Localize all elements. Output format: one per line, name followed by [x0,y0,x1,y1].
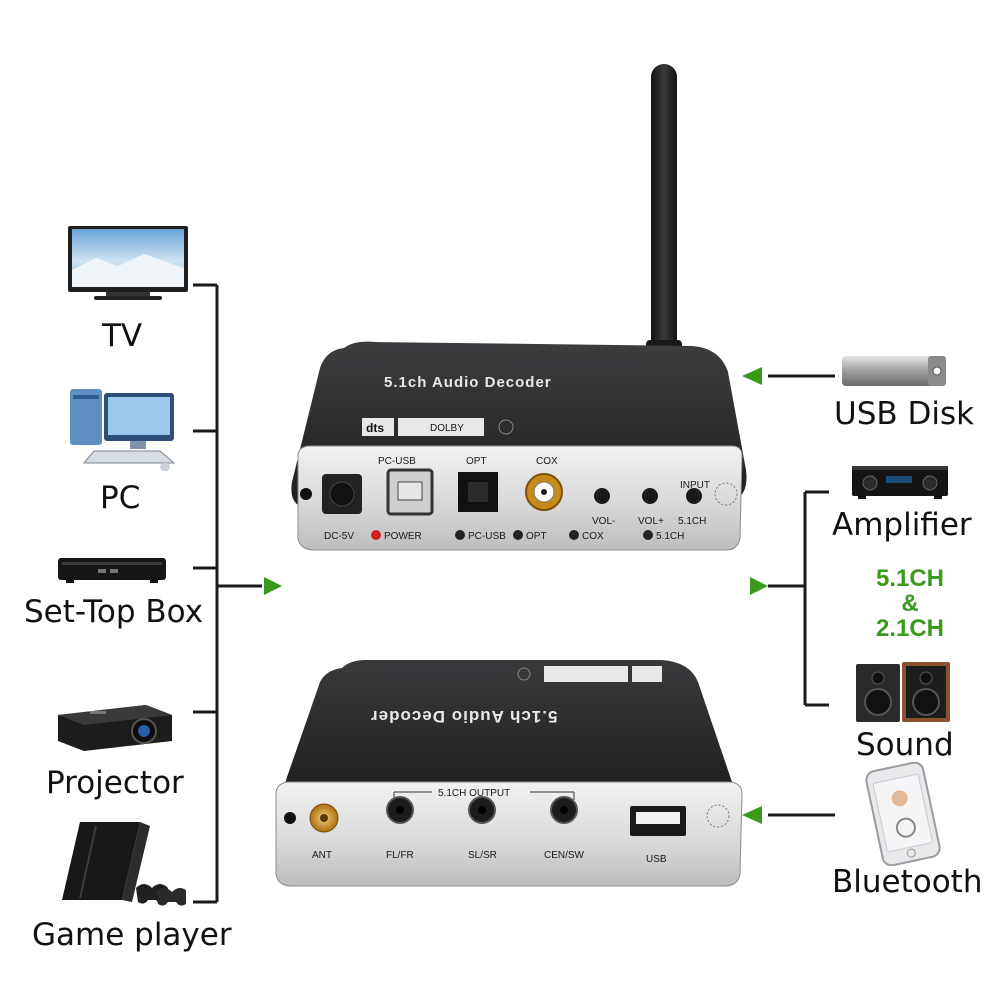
svg-text:COX: COX [582,531,604,542]
usb-disk-icon [842,356,946,386]
svg-text:OPT: OPT [526,531,547,542]
svg-text:COX: COX [536,456,558,467]
projector-icon [58,705,172,751]
pc-icon [70,389,176,471]
svg-text:PC-USB: PC-USB [468,531,506,542]
pc-label: PC [100,480,141,516]
svg-text:ANT: ANT [312,850,332,861]
bluetooth-logo-icon [498,419,514,435]
pc-usb-led-icon [455,530,465,540]
dts-logo [362,418,394,436]
svg-text:DC-5V: DC-5V [324,531,354,542]
channels-line-3: 2.1CH [875,615,945,642]
svg-text:5.1CH: 5.1CH [678,516,706,527]
svg-text:INPUT: INPUT [680,480,710,491]
power-led-icon [371,530,381,540]
amplifier-label: Amplifier [832,507,972,543]
arrow-to-outputs [750,577,768,595]
decoder-back-view [275,660,743,887]
arrow-from-bluetooth [742,806,762,824]
svg-text:CEN/SW: CEN/SW [544,850,585,861]
svg-text:OPT: OPT [466,456,487,467]
svg-text:VOL+: VOL+ [638,516,664,527]
51ch-led-icon [643,530,653,540]
front-title: 5.1ch Audio Decoder [384,374,552,391]
antenna [651,64,677,364]
amplifier-icon [852,466,948,499]
phone-icon [865,762,941,866]
sound-label: Sound [856,727,954,763]
svg-text:VOL-: VOL- [592,516,615,527]
svg-text:SL/SR: SL/SR [468,850,497,861]
svg-text:5.1CH: 5.1CH [656,531,684,542]
decoder-front-view: dts DOLBY [291,64,747,551]
game-player-label: Game player [32,917,232,953]
svg-text:PC-USB: PC-USB [378,456,416,467]
svg-text:DOLBY: DOLBY [430,423,464,434]
bluetooth-label: Bluetooth [832,864,983,900]
usb-disk-label: USB Disk [834,396,975,432]
tv-label: TV [102,318,143,354]
set-top-box-icon [58,558,166,583]
arrow-into-decoder [264,577,282,595]
svg-text:POWER: POWER [384,531,422,542]
svg-text:dts: dts [366,421,384,435]
arrow-from-usb-disk [742,367,762,385]
game-console-icon [62,822,186,906]
input-button-icon [686,488,702,504]
back-panel-labels: 5.1CH OUTPUT ANT FL/FR SL/SR CEN/SW USB [312,788,667,865]
set-top-box-label: Set-Top Box [24,594,204,630]
tv-icon [68,226,188,300]
opt-led-icon [513,530,523,540]
bluetooth-logo-icon-back [517,667,531,681]
dolby-logo [398,418,484,436]
svg-text:FL/FR: FL/FR [386,850,414,861]
svg-text:5.1CH OUTPUT: 5.1CH OUTPUT [438,788,510,799]
cox-led-icon [569,530,579,540]
power-button-icon [300,488,312,500]
speakers-icon [856,662,950,722]
svg-text:USB: USB [646,854,667,865]
front-panel-labels: PC-USB OPT COX VOL- VOL+ INPUT 5.1CH DC-… [324,456,710,542]
projector-label: Projector [46,765,184,801]
next-button-icon [642,488,658,504]
channels-line-1: 5.1CH [875,565,945,592]
channels-line-2: & [901,590,919,617]
prev-button-icon [594,488,610,504]
